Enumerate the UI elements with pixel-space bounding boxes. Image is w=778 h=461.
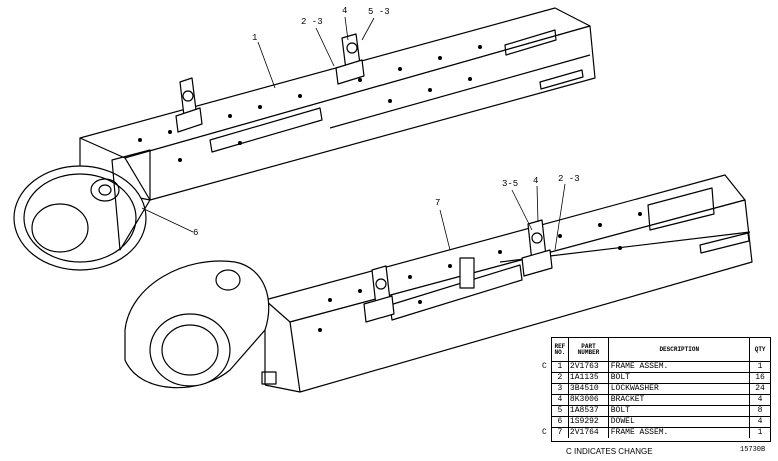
- row-description: LOCKWASHER: [609, 384, 751, 394]
- table-row: 1 2V1763 FRAME ASSEM. 1: [552, 362, 770, 373]
- leader-upper-bolt: [315, 27, 335, 67]
- row-description: BOLT: [609, 373, 751, 383]
- row-qty: 24: [755, 384, 765, 393]
- upper-frame-cutout: [209, 107, 323, 153]
- upper-sprocket-housing: [13, 149, 151, 271]
- row-ref: 6: [552, 417, 569, 427]
- leader-lower-frame: [439, 209, 451, 251]
- upper-frame-slot-2: [539, 69, 584, 90]
- callout-upper-bracket: 4: [342, 6, 348, 16]
- leader-lower-dowel: [511, 189, 533, 231]
- leader-lower-bracket: [536, 185, 539, 223]
- row-part-number: 2V1764: [569, 428, 609, 438]
- change-mark-row-7: C: [542, 428, 547, 437]
- row-description: FRAME ASSEM.: [609, 428, 751, 438]
- row-ref: 2: [552, 373, 569, 383]
- row-part-number: 1A8537: [569, 406, 609, 416]
- leader-upper-bracket: [344, 16, 349, 41]
- change-mark-row-1: C: [542, 362, 547, 371]
- row-description: FRAME ASSEM.: [609, 362, 751, 372]
- callout-upper-dowel-side: 6: [193, 228, 199, 238]
- change-note: C INDICATES CHANGE: [566, 447, 653, 456]
- row-ref: 3: [552, 384, 569, 394]
- row-qty: 8: [757, 406, 763, 415]
- upper-bracket-front: [175, 77, 203, 133]
- table-row: 5 1A8537 BOLT 8: [552, 406, 770, 417]
- parts-list-table: REF NO. PART NUMBER DESCRIPTION QTY 1 2V…: [551, 337, 771, 442]
- header-part-number: PART NUMBER: [569, 338, 610, 361]
- header-description: DESCRIPTION: [609, 338, 751, 361]
- row-part-number: 1A1135: [569, 373, 609, 383]
- leader-upper-frame: [257, 41, 276, 89]
- upper-track-frame: [13, 7, 596, 271]
- row-qty: 1: [757, 428, 763, 437]
- table-row: 3 3B4510 LOCKWASHER 24: [552, 384, 770, 395]
- table-header: REF NO. PART NUMBER DESCRIPTION QTY: [552, 338, 770, 362]
- leader-upper-dowel-side: [141, 207, 194, 233]
- lower-frame-slot-1: [647, 187, 715, 231]
- table-row: 4 8K3006 BRACKET 4: [552, 395, 770, 406]
- row-ref: 1: [552, 362, 569, 372]
- row-part-number: 2V1763: [569, 362, 609, 372]
- row-part-number: 3B4510: [569, 384, 609, 394]
- row-qty: 16: [755, 373, 765, 382]
- callout-lower-bracket: 4: [533, 176, 539, 186]
- callout-upper-dowel: 5 -3: [368, 7, 390, 17]
- upper-bracket-rear: [335, 33, 365, 85]
- header-qty: QTY: [754, 345, 766, 353]
- row-description: BOLT: [609, 406, 751, 416]
- upper-frame-slot-1: [504, 29, 557, 56]
- callout-upper-bolt: 2 -3: [301, 17, 323, 27]
- row-ref: 5: [552, 406, 569, 416]
- table-row: 2 1A1135 BOLT 16: [552, 373, 770, 384]
- row-qty: 4: [757, 417, 763, 426]
- callout-lower-bolt: 2 -3: [558, 174, 580, 184]
- upper-frame-side-face: [124, 25, 596, 201]
- table-row: 6 1S9292 DOWEL 4: [552, 417, 770, 428]
- row-ref: 7: [552, 428, 569, 438]
- leader-upper-dowel: [361, 17, 375, 41]
- lower-bracket-rear: [521, 219, 553, 277]
- table-row: 7 2V1764 FRAME ASSEM. 1: [552, 428, 770, 438]
- row-description: BRACKET: [609, 395, 751, 405]
- lower-bracket-front: [363, 265, 395, 323]
- row-ref: 4: [552, 395, 569, 405]
- row-part-number: 8K3006: [569, 395, 609, 405]
- lower-frame-slot-2: [699, 232, 750, 254]
- row-description: DOWEL: [609, 417, 751, 427]
- header-ref-no: REF NO.: [552, 338, 569, 361]
- row-part-number: 1S9292: [569, 417, 609, 427]
- row-qty: 4: [757, 395, 763, 404]
- callout-upper-frame: 1: [252, 33, 258, 43]
- callout-lower-dowel: 3-5: [502, 179, 519, 189]
- row-qty: 1: [757, 362, 763, 371]
- leader-lower-bolt: [554, 183, 566, 251]
- lower-track-frame: [124, 174, 753, 393]
- drawing-number: 15730B: [740, 446, 766, 454]
- lower-frame-side-face: [289, 199, 753, 393]
- lower-sprocket-housing: [124, 260, 277, 389]
- callout-lower-frame: 7: [435, 198, 441, 208]
